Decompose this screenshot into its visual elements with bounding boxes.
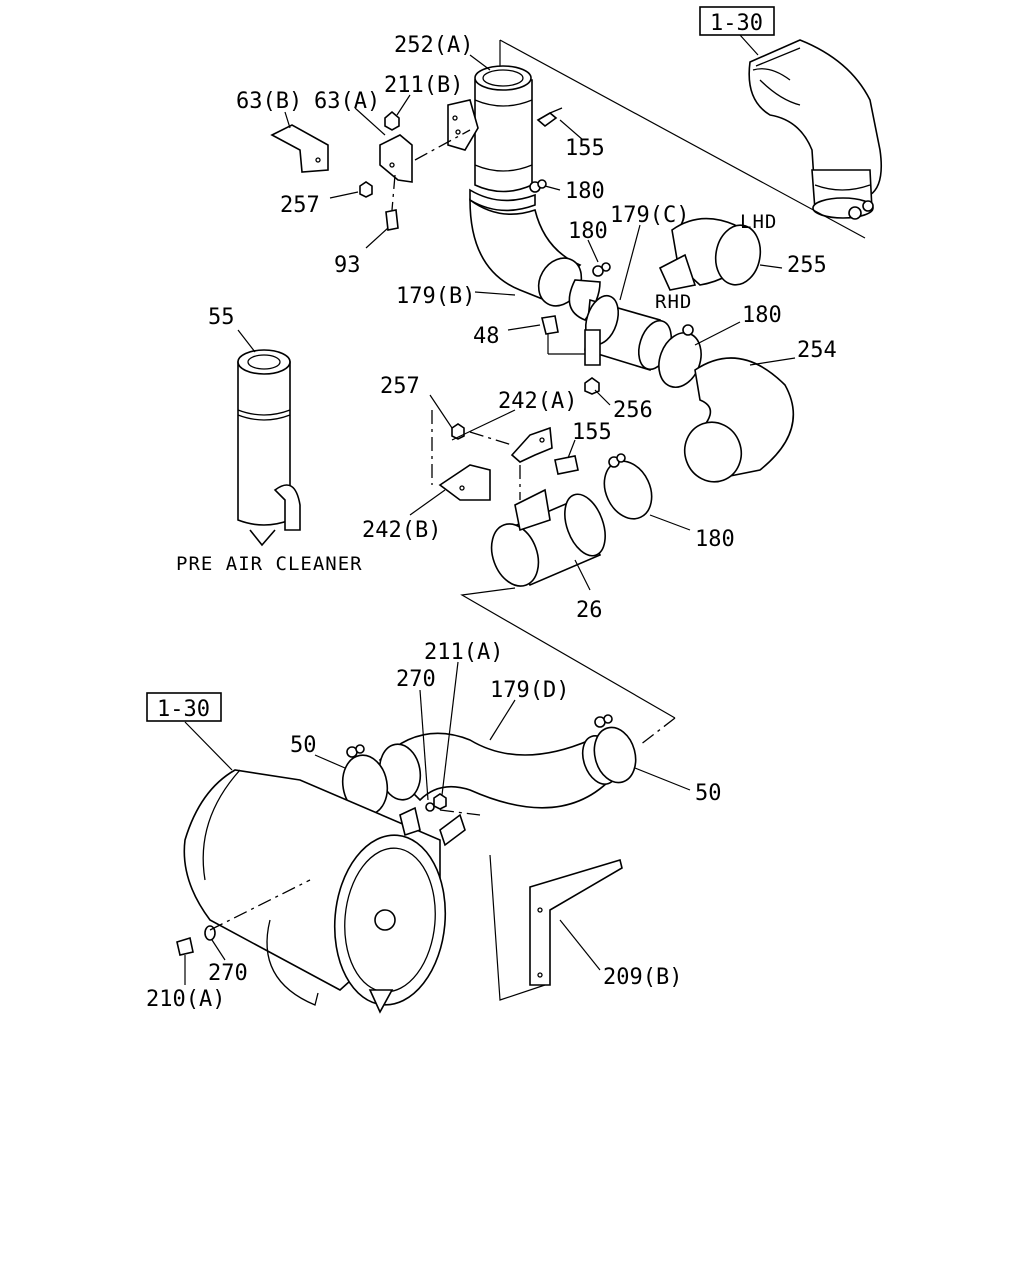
snorkel-elbow	[748, 39, 883, 220]
clamp-180-d	[603, 453, 653, 520]
pipe-252a	[447, 65, 533, 193]
label-255: 255	[787, 253, 827, 278]
label-179b: 179(B)	[396, 284, 475, 309]
bracket-63b	[270, 124, 329, 173]
washer-270-top	[425, 802, 435, 812]
label-180-c: 180	[742, 303, 782, 328]
label-180-b: 180	[568, 219, 608, 244]
label-180-a: 180	[565, 179, 605, 204]
label-252a: 252(A)	[394, 33, 473, 58]
clamp-180-top	[469, 179, 547, 212]
label-50-left: 50	[290, 733, 317, 758]
label-254: 254	[797, 338, 837, 363]
label-180-d: 180	[695, 527, 735, 552]
label-155-mid: 155	[572, 420, 612, 445]
label-257-mid: 257	[380, 374, 420, 399]
label-257-top: 257	[280, 193, 320, 218]
bracket-63a	[379, 134, 413, 183]
hose-179c	[584, 294, 673, 372]
label-155-top: 155	[565, 136, 605, 161]
ref-label-bottom: 1-30	[157, 697, 210, 722]
label-50-right: 50	[695, 781, 722, 806]
bolt-210a	[176, 936, 194, 956]
label-rhd: RHD	[655, 291, 692, 313]
washer-270-bottom	[204, 925, 216, 941]
bracket-209b	[529, 858, 623, 986]
label-210a: 210(A)	[146, 987, 225, 1012]
pipe-255	[658, 217, 762, 291]
bolt-155-top	[536, 107, 563, 128]
ref-label-top: 1-30	[710, 11, 763, 36]
label-256: 256	[613, 398, 653, 423]
label-242a: 242(A)	[498, 389, 577, 414]
label-179d: 179(D)	[490, 678, 569, 703]
label-211a: 211(A)	[424, 640, 503, 665]
label-lhd: LHD	[740, 211, 777, 233]
label-63a: 63(A)	[314, 89, 380, 114]
label-209b: 209(B)	[603, 965, 682, 990]
label-pre-air-cleaner: PRE AIR CLEANER	[176, 553, 363, 575]
label-179c: 179(C)	[610, 203, 689, 228]
bolt-155-mid	[554, 455, 579, 475]
pipe-26	[490, 488, 606, 587]
ref-box-top: 1-30	[699, 6, 775, 36]
label-242b: 242(B)	[362, 518, 441, 543]
clamp-180-b	[568, 262, 611, 321]
label-48: 48	[473, 324, 500, 349]
label-270-bottom: 270	[208, 961, 248, 986]
label-55: 55	[208, 305, 235, 330]
label-26: 26	[576, 598, 603, 623]
bolt-93	[385, 209, 399, 231]
label-270-top: 270	[396, 667, 436, 692]
bracket-242b	[438, 464, 491, 501]
label-211b: 211(B)	[384, 73, 463, 98]
hose-254	[683, 357, 795, 483]
label-63b: 63(B)	[236, 89, 302, 114]
label-93: 93	[334, 253, 361, 278]
part-labels: 252(A) 211(B) 63(B) 63(A) 155 180 257 93…	[146, 33, 837, 1012]
clamp-50-left	[341, 744, 389, 816]
leader-lines	[184, 54, 796, 985]
clamp-50-right	[593, 714, 637, 784]
hose-179d	[378, 732, 619, 809]
ref-box-bottom: 1-30	[146, 692, 222, 722]
bracket-242a	[510, 426, 553, 463]
air-cleaner	[183, 769, 466, 1014]
nut-211a	[433, 793, 447, 810]
bolt-48	[541, 315, 585, 355]
nut-211b	[384, 110, 400, 131]
pre-air-cleaner-55	[237, 349, 301, 547]
nut-257-top	[359, 181, 373, 198]
